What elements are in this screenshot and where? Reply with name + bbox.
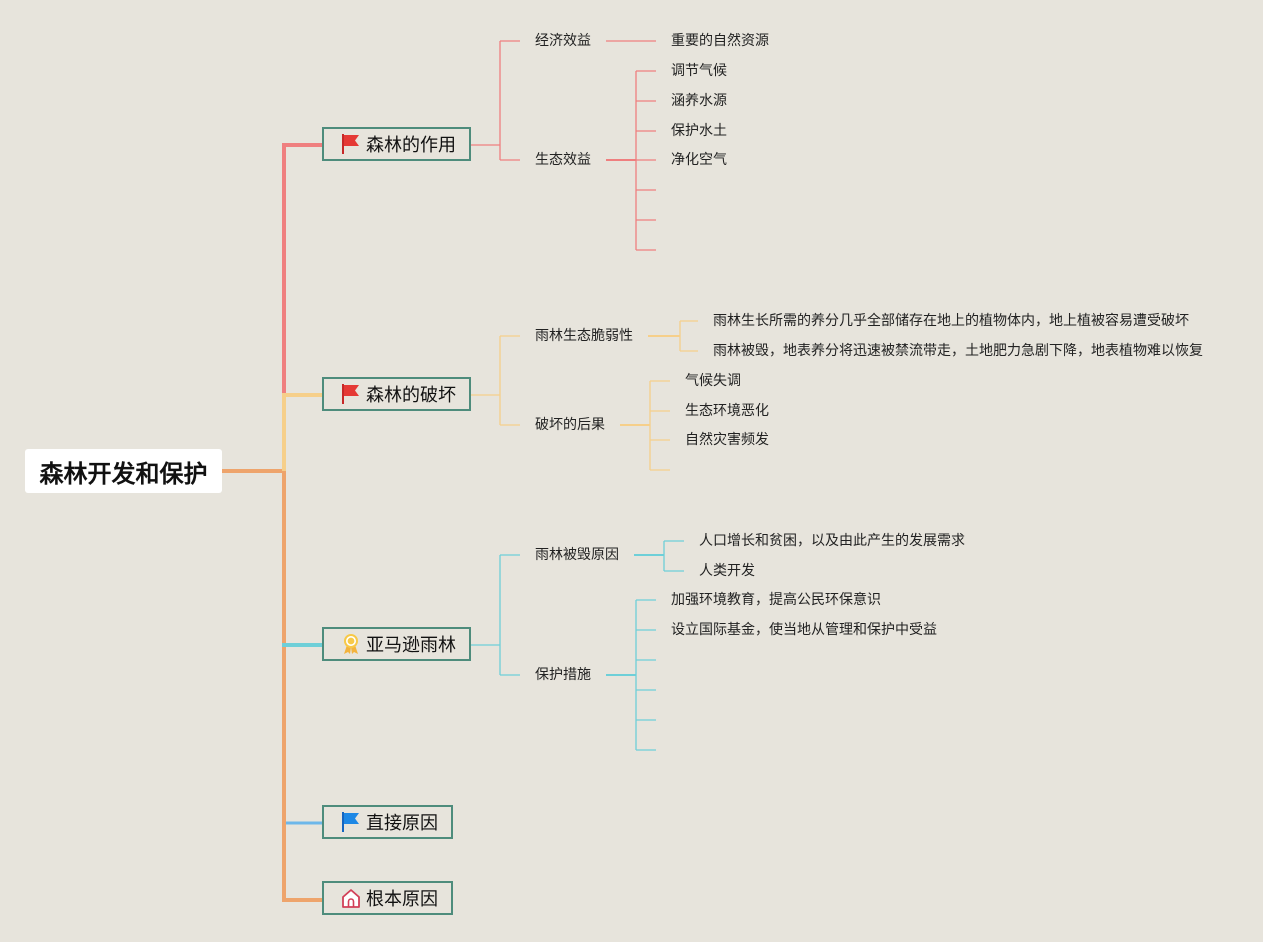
leaf-topic[interactable]: 设立国际基金，使当地从管理和保护中受益 [671,622,937,638]
branch-label: 直接原因 [366,813,438,834]
leaf-topic[interactable]: 气候失调 [685,373,741,389]
branch-label: 森林的破坏 [366,385,456,406]
branch-label: 根本原因 [366,889,438,910]
subtopic-protection-measures[interactable]: 保护措施 [535,667,591,683]
branch-topic-forest-role[interactable]: 森林的作用 [322,127,471,161]
leaf-topic[interactable]: 人口增长和贫困，以及由此产生的发展需求 [699,533,965,549]
leaf-topic[interactable]: 加强环境教育，提高公民环保意识 [671,592,881,608]
branch-1-lines [470,40,656,251]
subtopic-economic-benefit[interactable]: 经济效益 [535,33,591,49]
root-topic-label: 森林开发和保护 [39,459,208,488]
leaf-topic[interactable]: 重要的自然资源 [671,33,769,49]
home-icon [341,887,361,909]
branch-label: 亚马逊雨林 [366,635,456,656]
leaf-topic[interactable]: 人类开发 [699,563,755,579]
root-topic[interactable]: 森林开发和保护 [25,449,222,493]
branch-label: 森林的作用 [366,135,456,156]
branch-topic-amazon[interactable]: 亚马逊雨林 [322,627,471,661]
subtopic-rainforest-fragility[interactable]: 雨林生态脆弱性 [535,328,633,344]
branch-topic-direct-cause[interactable]: 直接原因 [322,805,453,839]
award-ribbon-icon [341,633,361,655]
red-flag-icon [341,383,361,405]
branch-topic-forest-destruction[interactable]: 森林的破坏 [322,377,471,411]
leaf-topic[interactable]: 雨林被毁，地表养分将迅速被禁流带走，土地肥力急剧下降，地表植物难以恢复 [713,343,1203,359]
leaf-topic[interactable]: 自然灾害频发 [685,432,769,448]
branch-3-lines [470,540,684,751]
leaf-topic[interactable]: 保护水土 [671,123,727,139]
red-flag-icon [341,133,361,155]
branch-topic-root-cause[interactable]: 根本原因 [322,881,453,915]
leaf-topic[interactable]: 净化空气 [671,152,727,168]
leaf-topic[interactable]: 雨林生长所需的养分几乎全部储存在地上的植物体内，地上植被容易遭受破坏 [713,313,1189,329]
leaf-topic[interactable]: 涵养水源 [671,93,727,109]
subtopic-destruction-consequences[interactable]: 破坏的后果 [535,417,605,433]
subtopic-rainforest-loss-causes[interactable]: 雨林被毁原因 [535,547,619,563]
branch-2-lines [470,320,698,471]
leaf-topic[interactable]: 调节气候 [671,63,727,79]
leaf-topic[interactable]: 生态环境恶化 [685,403,769,419]
subtopic-ecological-benefit[interactable]: 生态效益 [535,152,591,168]
blue-flag-icon [341,811,361,833]
